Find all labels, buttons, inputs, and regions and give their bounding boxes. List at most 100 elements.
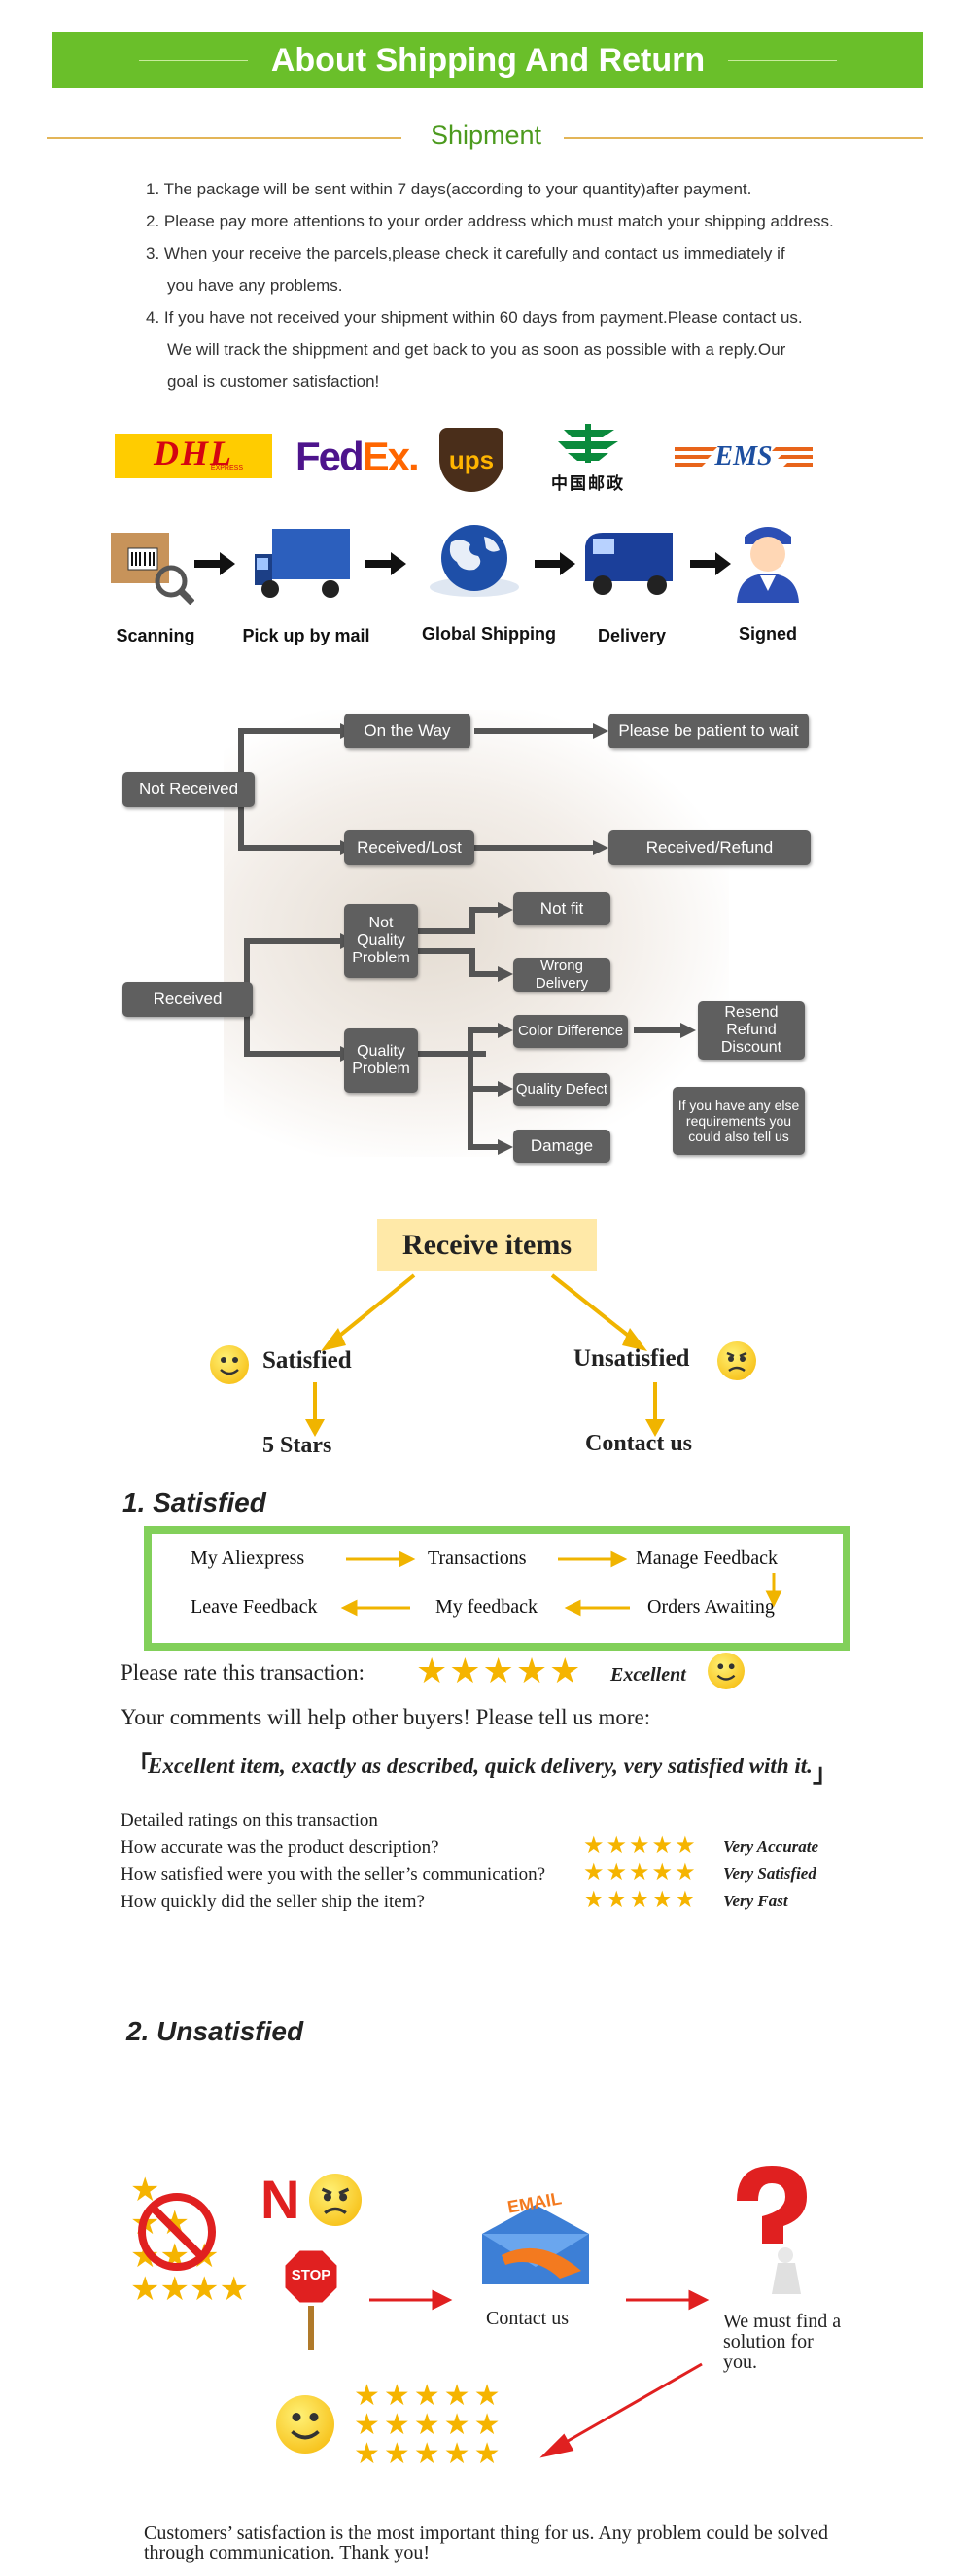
sample-comment: 「 Excellent item, exactly as described, … — [126, 1750, 846, 1789]
node-quality-defect: Quality Defect — [513, 1073, 610, 1106]
flow-my-aliexpress: My Aliexpress — [191, 1548, 305, 1569]
smile-face-icon — [276, 2395, 334, 2454]
fedex-logo-fed: Fed — [295, 434, 364, 479]
banner-line-left — [138, 59, 248, 61]
quote-close: 」 — [813, 1758, 839, 1788]
step-label: Scanning — [116, 626, 195, 645]
flow-orders-awaiting: Orders Awaiting — [647, 1596, 775, 1618]
rating-stars-icon: ★★★★★ — [416, 1651, 583, 1690]
receive-items-title: Receive items — [377, 1219, 597, 1271]
quote-text: Excellent item, exactly as described, qu… — [148, 1754, 813, 1778]
node-received-refund: Received/Refund — [608, 830, 811, 865]
solution-text: We must find a solution for you. — [723, 2311, 842, 2373]
shipment-rules: 1. The package will be sent within 7 day… — [146, 173, 846, 398]
truck-icon — [255, 525, 352, 603]
node-received-lost: Received/Lost — [344, 830, 474, 865]
node-on-the-way: On the Way — [344, 714, 470, 748]
label-satisfied: Satisfied — [262, 1347, 352, 1374]
flow-box-arrows — [340, 1550, 782, 1617]
node-quality-problem: Quality Problem — [344, 1028, 418, 1093]
scanning-icon — [107, 527, 195, 606]
node-resend-refund-discount: Resend Refund Discount — [698, 1001, 805, 1060]
rule-line: goal is customer satisfaction! — [167, 372, 380, 391]
rule-line: 2. Please pay more attentions to your or… — [146, 212, 834, 230]
rule-line: We will track the shippment and get back… — [167, 340, 786, 359]
arrow-right-icon — [690, 552, 731, 575]
arrow-right-icon — [535, 552, 575, 575]
flow-leave-feedback: Leave Feedback — [191, 1596, 318, 1618]
flow-manage-feedback: Manage Feedback — [636, 1548, 779, 1569]
van-icon — [579, 527, 678, 601]
node-received: Received — [122, 982, 253, 1017]
stop-sign-text: STOP — [291, 2267, 331, 2283]
rating-answer: Very Satisfied — [723, 1864, 816, 1883]
heading-satisfied: 1. Satisfied — [122, 1487, 266, 1517]
rule-line: 4. If you have not received your shipmen… — [146, 308, 803, 327]
detailed-ratings-title: Detailed ratings on this transaction — [121, 1810, 378, 1830]
shipment-title: Shipment — [430, 121, 542, 150]
rating-stars-icon: ★★★★★ — [583, 1832, 698, 1859]
china-post-text: 中国邮政 — [551, 474, 625, 493]
smile-face-icon — [210, 1345, 249, 1384]
step-label: Pick up by mail — [242, 626, 370, 645]
receive-arrows — [305, 1273, 665, 1437]
rating-excellent: Excellent — [610, 1664, 686, 1686]
no-sign-icon — [136, 2191, 218, 2273]
china-post-logo: 中国邮政 — [525, 422, 651, 493]
node-be-patient: Please be patient to wait — [608, 714, 809, 748]
shipment-divider-left — [47, 137, 401, 139]
ems-wings-icon — [675, 447, 813, 467]
arrow-right-icon — [365, 552, 406, 575]
dhl-logo: DHL EXPRESS — [115, 434, 272, 478]
frown-face-icon — [309, 2174, 362, 2226]
label-contact-us: Contact us — [585, 1431, 693, 1456]
rating-answer: Very Accurate — [723, 1837, 819, 1856]
unsatisfied-arrows — [369, 2289, 710, 2458]
rating-answer: Very Fast — [723, 1892, 788, 1910]
ups-logo: ups — [439, 428, 503, 492]
quote-open: 「 — [126, 1751, 153, 1780]
rule-line: 3. When your receive the parcels,please … — [146, 244, 785, 262]
feedback-flow-box: My Aliexpress Transactions Manage Feedba… — [144, 1526, 850, 1651]
email-icon: EMAIL — [472, 2187, 599, 2314]
smile-face-icon — [708, 1653, 745, 1689]
shipment-divider-right — [564, 137, 923, 139]
rule-line: 1. The package will be sent within 7 day… — [146, 180, 752, 198]
node-not-received: Not Received — [122, 772, 255, 807]
dhl-logo-sub: EXPRESS — [210, 465, 243, 471]
flow-transactions: Transactions — [428, 1548, 527, 1569]
flow-my-feedback: My feedback — [435, 1596, 538, 1618]
rating-stars-icon: ★★★★★ — [583, 1887, 698, 1913]
rating-question: How satisfied were you with the seller’s… — [121, 1864, 546, 1885]
stop-sign-icon: STOP — [282, 2247, 340, 2350]
step-label: Global Shipping — [422, 624, 556, 644]
rating-question: How quickly did the seller ship the item… — [121, 1892, 425, 1912]
five-star-rows-icon: ★★★★★★★★★★★★★★★ — [354, 2380, 504, 2470]
step-label: Signed — [738, 624, 797, 644]
arrow-right-icon — [194, 552, 235, 575]
rate-prompt: Please rate this transaction: — [121, 1660, 365, 1685]
fedex-logo: FedEx. — [295, 434, 420, 480]
rating-stars-icon: ★★★★★ — [583, 1860, 698, 1886]
rule-line: you have any problems. — [167, 276, 343, 295]
question-mark-icon — [723, 2162, 820, 2298]
banner-line-right — [728, 59, 838, 61]
node-damage: Damage — [513, 1130, 610, 1163]
contact-us-text: Contact us — [486, 2308, 569, 2329]
heading-unsatisfied: 2. Unsatisfied — [126, 2016, 304, 2046]
ems-logo: EMS — [675, 439, 813, 474]
ems-text: EMS — [714, 441, 773, 471]
node-color-difference: Color Difference — [513, 1015, 628, 1048]
node-not-fit: Not fit — [513, 892, 610, 925]
dhl-logo-text: DHL — [154, 434, 233, 472]
label-unsatisfied: Unsatisfied — [573, 1345, 690, 1372]
step-label: Delivery — [597, 626, 667, 645]
fedex-logo-ex: Ex. — [362, 434, 420, 479]
comments-prompt: Your comments will help other buyers! Pl… — [121, 1705, 651, 1729]
rating-question: How accurate was the product description… — [121, 1837, 439, 1858]
node-other-requirements: If you have any else requirements you co… — [673, 1087, 805, 1155]
sad-face-icon — [717, 1341, 756, 1380]
globe-icon — [424, 523, 525, 601]
china-post-emblem-icon — [558, 424, 618, 463]
step-arrows — [194, 552, 731, 575]
